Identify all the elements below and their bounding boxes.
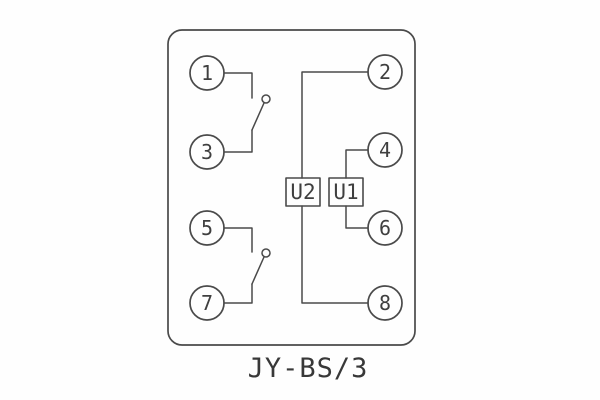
relay-case-outline (167, 29, 416, 346)
terminal-8-circle (367, 285, 403, 321)
wire-terminal-7 (223, 283, 253, 304)
terminal-4-label: 4 (379, 138, 391, 162)
terminal-5-circle (189, 210, 225, 246)
wire-terminal-5 (223, 227, 253, 253)
component-labels: U2 U1 (290, 180, 358, 204)
component-box-u1 (328, 177, 364, 207)
contact-tip-icon (261, 94, 271, 104)
contact-circuit-5-7 (223, 227, 271, 304)
terminal-6-label: 6 (379, 216, 391, 240)
terminal-7-label: 7 (201, 291, 213, 315)
coil-circuit-u1 (328, 149, 369, 229)
contact-blade-1-3 (251, 102, 265, 131)
terminal-8-label: 8 (379, 291, 391, 315)
contact-tip-icon (261, 248, 271, 258)
contact-circuit-1-3 (223, 72, 271, 153)
diagram-title: JY-BS/3 (248, 353, 369, 384)
contact-blade-5-7 (251, 256, 265, 285)
terminal-2-label: 2 (379, 60, 391, 84)
wire-terminal-6 (345, 205, 369, 229)
component-u2-label: U2 (290, 180, 315, 204)
wire-terminal-4 (345, 149, 369, 179)
wire-terminal-1 (223, 72, 253, 99)
diagram-linework (167, 29, 416, 346)
terminal-5-label: 5 (201, 216, 213, 240)
coil-circuit-u2 (285, 71, 369, 304)
terminal-6-circle (367, 210, 403, 246)
terminal-2-circle (367, 54, 403, 90)
terminal-3-circle (189, 134, 225, 170)
wire-terminal-3 (223, 129, 253, 153)
terminal-circles (189, 54, 403, 321)
terminal-1-label: 1 (201, 61, 213, 85)
component-box-u2 (285, 177, 321, 207)
terminal-4-circle (367, 132, 403, 168)
wire-terminal-2 (301, 71, 369, 179)
terminal-3-label: 3 (201, 140, 213, 164)
component-u1-label: U1 (333, 180, 358, 204)
wire-terminal-8 (301, 205, 369, 304)
terminal-labels: 1 2 3 4 5 6 7 8 (201, 60, 391, 315)
terminal-7-circle (189, 285, 225, 321)
terminal-1-circle (189, 55, 225, 91)
